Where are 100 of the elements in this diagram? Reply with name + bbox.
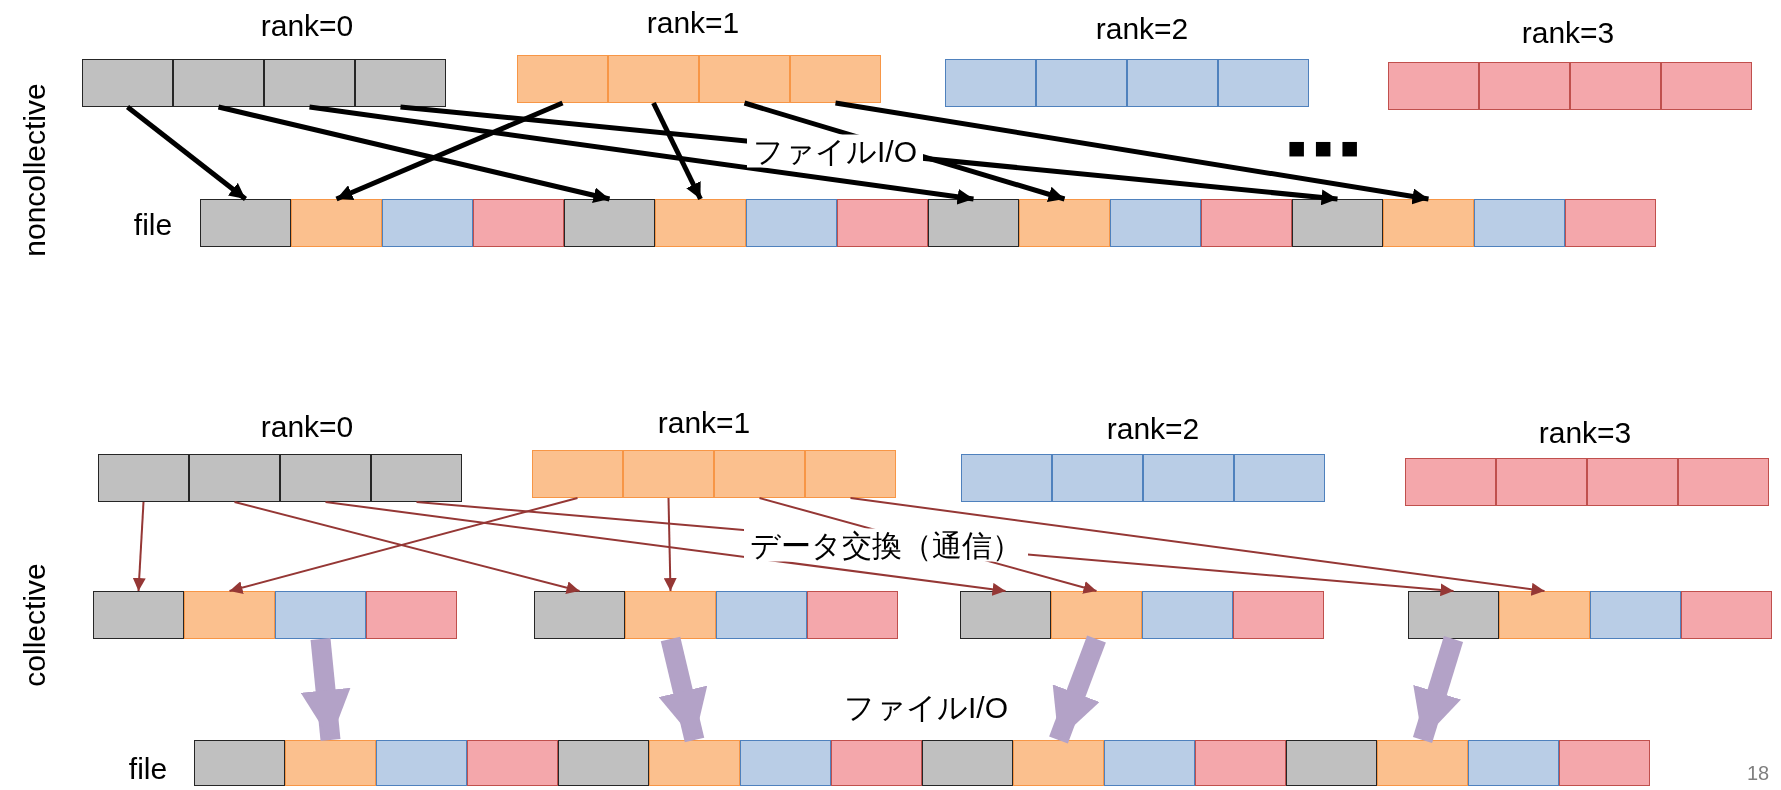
arrow: [324, 501, 1007, 596]
memory-block: [532, 450, 623, 498]
memory-block: [945, 59, 1036, 107]
memory-block: [285, 740, 376, 786]
memory-block: [1052, 454, 1143, 502]
memory-block: [382, 199, 473, 247]
memory-block: [189, 454, 280, 502]
memory-block: [608, 55, 699, 103]
arrow: [309, 104, 974, 205]
memory-block: [1195, 740, 1286, 786]
rank-label: rank=2: [1106, 411, 1200, 445]
memory-block: [837, 199, 928, 247]
rank-label: rank=1: [657, 405, 751, 439]
memory-block: [649, 740, 740, 786]
memory-block: [1678, 458, 1769, 506]
memory-block: [93, 591, 184, 639]
memory-block: [625, 591, 716, 639]
memory-block: [1587, 458, 1678, 506]
memory-block: [1292, 199, 1383, 247]
memory-block: [1104, 740, 1195, 786]
memory-block: [473, 199, 564, 247]
memory-block: [1036, 59, 1127, 107]
memory-block: [1218, 59, 1309, 107]
arrow: [849, 497, 1546, 596]
arrow: [132, 501, 146, 592]
memory-block: [564, 199, 655, 247]
rank-label: rank=0: [260, 8, 354, 42]
process-label: ファイルI/O: [747, 134, 923, 168]
memory-block: [376, 740, 467, 786]
memory-block: [1110, 199, 1201, 247]
memory-block: [714, 450, 805, 498]
memory-block: [746, 199, 837, 247]
memory-block: [264, 59, 355, 107]
memory-block: [355, 59, 446, 107]
memory-block: [194, 740, 285, 786]
memory-block: [280, 454, 371, 502]
memory-block: [922, 740, 1013, 786]
memory-block: [1474, 199, 1565, 247]
rank-label: rank=2: [1095, 11, 1189, 45]
memory-block: [1559, 740, 1650, 786]
memory-block: [1383, 199, 1474, 247]
memory-block: [790, 55, 881, 103]
memory-block: [1234, 454, 1325, 502]
memory-block: [467, 740, 558, 786]
memory-block: [200, 199, 291, 247]
memory-block: [1499, 591, 1590, 639]
memory-block: [1405, 458, 1496, 506]
page-number: 18: [1746, 762, 1770, 784]
memory-block: [655, 199, 746, 247]
memory-block: [1388, 62, 1479, 110]
memory-block: [1142, 591, 1233, 639]
memory-block: [291, 199, 382, 247]
memory-block: [1408, 591, 1499, 639]
memory-block: [699, 55, 790, 103]
file-label: file: [128, 751, 168, 785]
memory-block: [1590, 591, 1681, 639]
memory-block: [275, 591, 366, 639]
ellipsis-mark: ■ ■ ■: [1287, 130, 1359, 164]
arrow: [835, 100, 1429, 205]
rank-label: rank=0: [260, 409, 354, 443]
memory-block: [1565, 199, 1656, 247]
memory-block: [1286, 740, 1377, 786]
memory-block: [960, 591, 1051, 639]
memory-block: [716, 591, 807, 639]
block-arrow: [658, 636, 708, 743]
arrow: [663, 497, 677, 592]
memory-block: [371, 454, 462, 502]
memory-block: [184, 591, 275, 639]
memory-block: [1051, 591, 1142, 639]
memory-block: [1201, 199, 1292, 247]
memory-block: [82, 59, 173, 107]
memory-block: [517, 55, 608, 103]
rank-label: rank=3: [1521, 15, 1615, 49]
memory-block: [961, 454, 1052, 502]
memory-block: [1127, 59, 1218, 107]
memory-block: [1570, 62, 1661, 110]
rank-label: rank=1: [646, 5, 740, 39]
memory-block: [740, 740, 831, 786]
arrow: [335, 100, 564, 202]
file-label: file: [133, 207, 173, 241]
block-arrow: [300, 638, 351, 741]
memory-block: [1661, 62, 1752, 110]
rank-label: rank=3: [1538, 415, 1632, 449]
memory-block: [928, 199, 1019, 247]
memory-block: [807, 591, 898, 639]
memory-block: [1013, 740, 1104, 786]
memory-block: [1468, 740, 1559, 786]
memory-block: [1233, 591, 1324, 639]
memory-block: [558, 740, 649, 786]
memory-block: [366, 591, 457, 639]
arrow: [651, 101, 703, 201]
memory-block: [173, 59, 264, 107]
memory-block: [805, 450, 896, 498]
memory-block: [1019, 199, 1110, 247]
memory-block: [534, 591, 625, 639]
memory-block: [1496, 458, 1587, 506]
memory-block: [1479, 62, 1570, 110]
memory-block: [1681, 591, 1772, 639]
section-label: collective: [17, 563, 51, 687]
arrow: [125, 105, 248, 201]
